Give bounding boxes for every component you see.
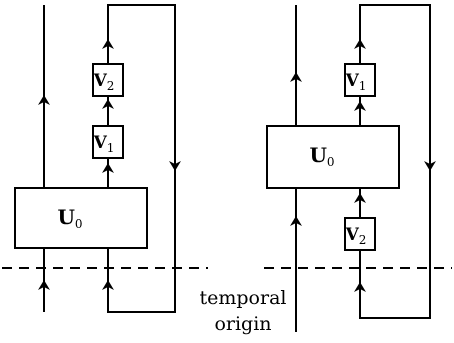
caption-origin: origin [214, 313, 271, 335]
left-v2-subscript: 2 [107, 79, 115, 93]
caption-temporal: temporal [200, 287, 287, 309]
svg-text:V2: V2 [93, 71, 115, 93]
left-v1-letter: V [93, 133, 108, 153]
right-v2-box: V2 [344, 217, 376, 251]
left-u0-subscript: 0 [75, 217, 83, 231]
right-v1-box: V1 [344, 63, 376, 97]
svg-text:V1: V1 [345, 71, 367, 93]
right-u0-letter: U [309, 143, 326, 167]
right-v1-letter: V [345, 71, 360, 91]
left-diagram: U0 V2 V1 [2, 4, 208, 313]
left-v2-box: V2 [92, 63, 124, 97]
right-v1-subscript: 1 [359, 79, 367, 93]
left-v1-subscript: 1 [107, 141, 115, 155]
left-u0-letter: U [57, 205, 74, 229]
right-u0-box: U0 [266, 125, 400, 189]
svg-text:U0: U0 [309, 143, 334, 169]
svg-text:V1: V1 [93, 133, 115, 155]
right-diagram: V1 U0 V2 [264, 4, 452, 332]
left-v1-box: V1 [92, 125, 124, 159]
left-u0-box: U0 [14, 187, 148, 249]
svg-text:V2: V2 [345, 225, 367, 247]
right-v2-letter: V [345, 225, 360, 245]
left-v2-letter: V [93, 71, 108, 91]
svg-text:U0: U0 [57, 205, 82, 231]
right-v2-subscript: 2 [359, 233, 367, 247]
right-u0-subscript: 0 [327, 155, 335, 169]
